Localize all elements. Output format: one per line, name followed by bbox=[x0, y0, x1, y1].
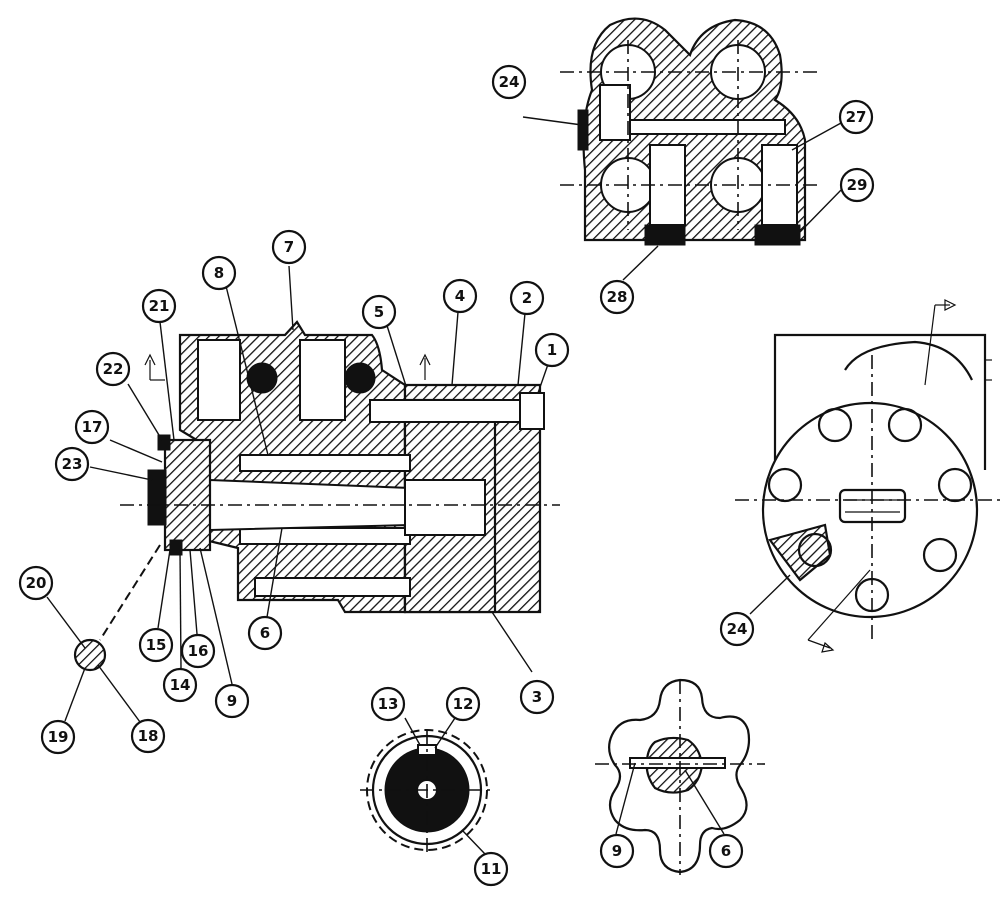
callout-label: 28 bbox=[607, 288, 628, 306]
callout-c11: 11 bbox=[473, 851, 509, 887]
callout-label: 6 bbox=[721, 842, 731, 860]
leader-14 bbox=[179, 549, 182, 669]
callout-c24a: 24 bbox=[491, 64, 527, 100]
right-front-view bbox=[735, 299, 1000, 653]
leader-8 bbox=[223, 277, 269, 456]
callout-c12: 12 bbox=[445, 686, 481, 722]
leader-2 bbox=[517, 302, 527, 386]
callout-label: 17 bbox=[82, 418, 103, 436]
leader-23 bbox=[89, 466, 153, 481]
leader-29 bbox=[799, 187, 844, 233]
callout-label: 4 bbox=[455, 287, 465, 305]
callout-label: 22 bbox=[103, 360, 124, 378]
callout-label: 16 bbox=[188, 642, 209, 660]
callout-label: 9 bbox=[612, 842, 622, 860]
leader-13 bbox=[404, 717, 421, 746]
callout-c15: 15 bbox=[138, 627, 174, 663]
leader-22 bbox=[127, 383, 163, 441]
callout-c17: 17 bbox=[74, 409, 110, 445]
callout-label: 7 bbox=[284, 238, 294, 256]
callout-label: 9 bbox=[227, 692, 237, 710]
callout-c6b: 6 bbox=[708, 833, 744, 869]
leader-16 bbox=[189, 549, 198, 635]
callout-c4: 4 bbox=[442, 278, 478, 314]
callout-c6a: 6 bbox=[247, 615, 283, 651]
callout-c1: 1 bbox=[534, 332, 570, 368]
callout-c19: 19 bbox=[40, 719, 76, 755]
callout-c9a: 9 bbox=[214, 683, 250, 719]
callout-c22: 22 bbox=[95, 351, 131, 387]
callout-label: 15 bbox=[146, 636, 167, 654]
callout-label: 6 bbox=[260, 624, 270, 642]
leader-9-star bbox=[615, 762, 636, 835]
leader-9-main bbox=[199, 547, 233, 685]
callout-label: 12 bbox=[453, 695, 474, 713]
callout-label: 20 bbox=[26, 574, 47, 592]
leader-28 bbox=[622, 245, 659, 281]
callout-c9b: 9 bbox=[599, 833, 635, 869]
leader-4 bbox=[451, 299, 460, 386]
leader-24-top bbox=[522, 116, 583, 126]
callout-c7: 7 bbox=[271, 229, 307, 265]
callout-label: 24 bbox=[727, 620, 748, 638]
callout-c8: 8 bbox=[201, 255, 237, 291]
leader-7 bbox=[288, 265, 294, 331]
leader-21 bbox=[159, 321, 175, 441]
callout-label: 2 bbox=[522, 289, 532, 307]
callout-c18: 18 bbox=[130, 718, 166, 754]
callout-c14: 14 bbox=[162, 667, 198, 703]
top-section-view bbox=[560, 17, 820, 246]
callout-label: 5 bbox=[374, 303, 384, 321]
leader-27 bbox=[791, 122, 842, 151]
main-cross-section bbox=[73, 320, 560, 672]
leader-19 bbox=[64, 667, 86, 722]
callout-c5: 5 bbox=[361, 294, 397, 330]
callout-label: 19 bbox=[48, 728, 69, 746]
star-gerotor-view bbox=[595, 678, 765, 875]
callout-c29: 29 bbox=[839, 167, 875, 203]
leader-17 bbox=[109, 439, 163, 463]
callout-label: 14 bbox=[170, 676, 191, 694]
leader-20 bbox=[46, 596, 86, 649]
callout-c28: 28 bbox=[599, 279, 635, 315]
callout-c21: 21 bbox=[141, 288, 177, 324]
leader-11 bbox=[461, 829, 486, 855]
callout-c2: 2 bbox=[509, 280, 545, 316]
bottom-rotor-view bbox=[360, 729, 495, 855]
callout-c24b: 24 bbox=[719, 611, 755, 647]
callout-label: 13 bbox=[378, 695, 399, 713]
callout-c3: 3 bbox=[519, 679, 555, 715]
callout-label: 23 bbox=[62, 455, 83, 473]
callout-label: 27 bbox=[846, 108, 867, 126]
callout-c23: 23 bbox=[54, 446, 90, 482]
callout-label: 24 bbox=[499, 73, 520, 91]
callout-c20: 20 bbox=[18, 565, 54, 601]
leader-6-star bbox=[684, 769, 725, 835]
callout-c27: 27 bbox=[838, 99, 874, 135]
callout-label: 3 bbox=[532, 688, 542, 706]
callout-c13: 13 bbox=[370, 686, 406, 722]
leader-12 bbox=[434, 717, 456, 749]
leader-18 bbox=[97, 664, 141, 723]
leader-3 bbox=[491, 611, 533, 673]
callout-c16: 16 bbox=[180, 633, 216, 669]
leader-15 bbox=[157, 549, 171, 629]
callout-label: 11 bbox=[481, 860, 502, 878]
callout-label: 21 bbox=[149, 297, 170, 315]
leader-6-main bbox=[266, 527, 283, 618]
leader-24-right bbox=[749, 574, 791, 615]
callout-label: 29 bbox=[847, 176, 868, 194]
callout-label: 18 bbox=[138, 727, 159, 745]
callout-label: 8 bbox=[214, 264, 224, 282]
callout-label: 1 bbox=[547, 341, 557, 359]
leader-5 bbox=[383, 315, 407, 387]
